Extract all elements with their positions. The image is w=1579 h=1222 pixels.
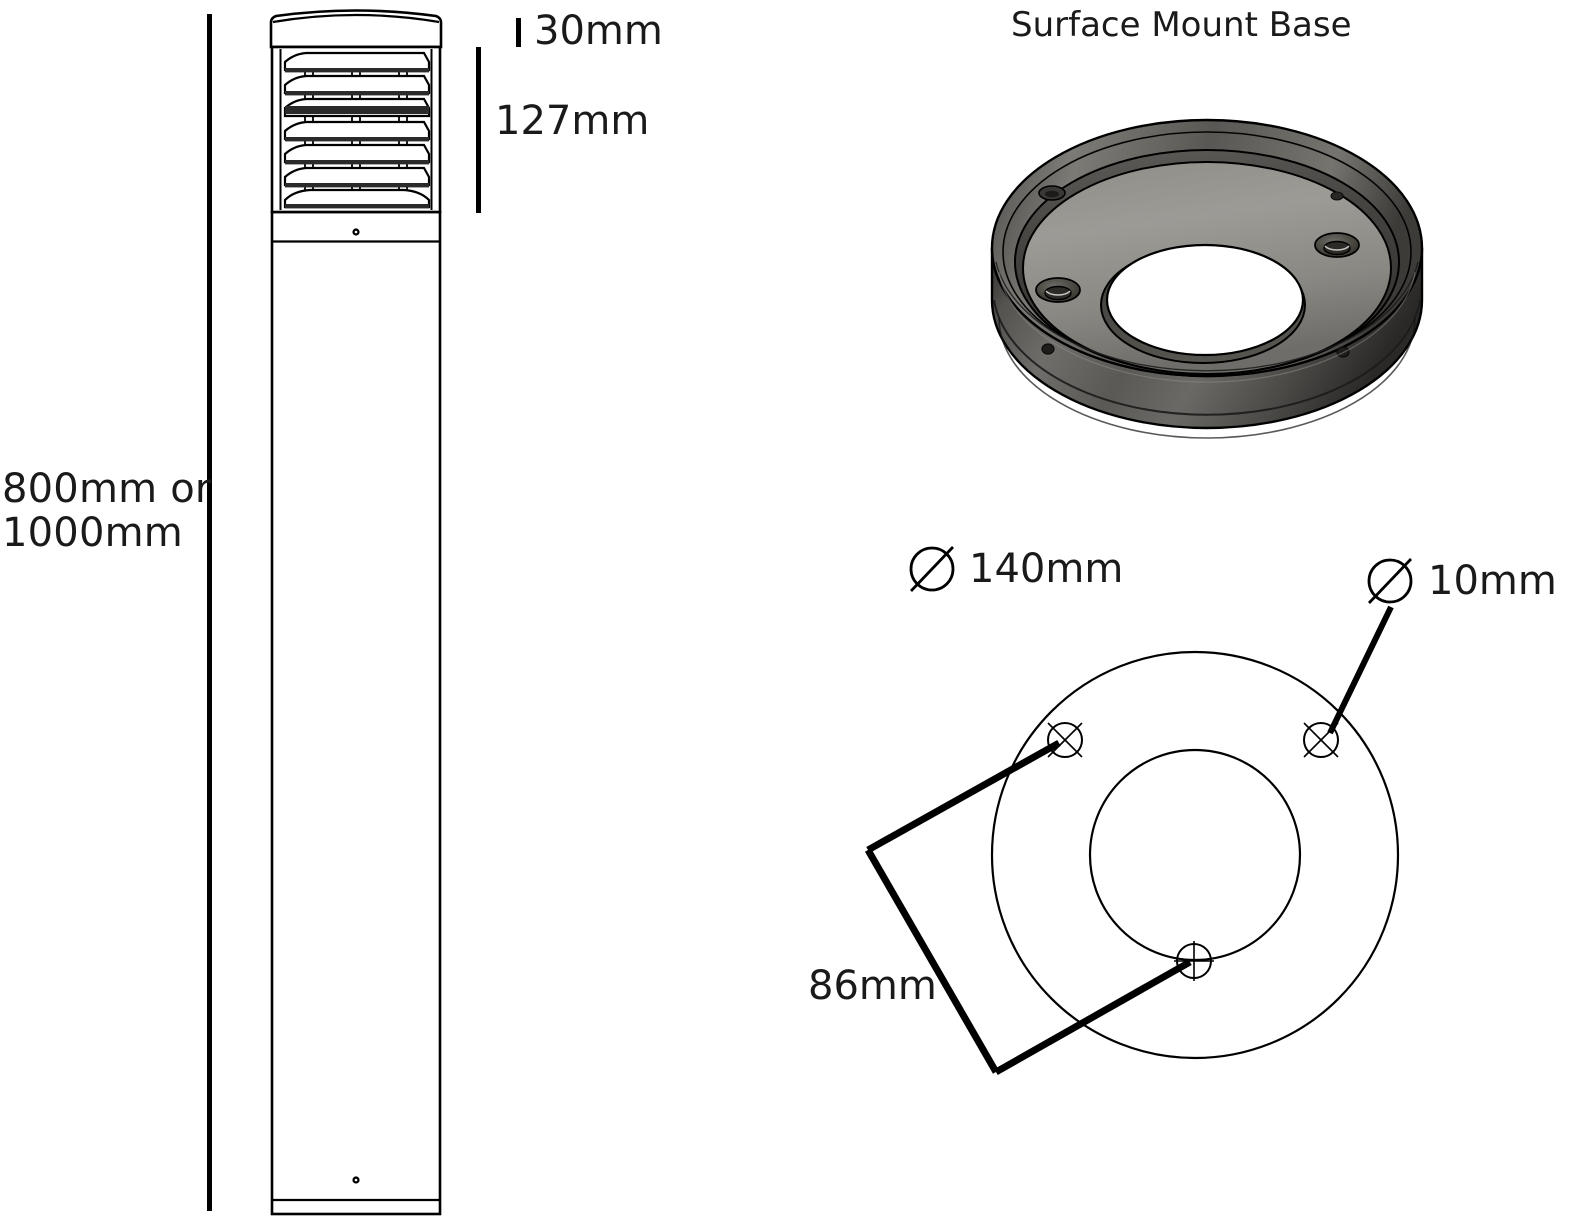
bollard-elevation	[269, 9, 443, 1216]
label-base-hole-diameter: 10mm	[1428, 558, 1557, 604]
label-overall-height-line1: 800mm or	[2, 466, 212, 512]
label-cap-height: 30mm	[534, 8, 663, 54]
diameter-symbol-10	[1367, 558, 1413, 604]
base-side-hole-left	[1041, 343, 1055, 355]
label-overall-height-line2: 1000mm	[2, 510, 183, 556]
surface-mount-base-3d	[990, 118, 1424, 439]
base-side-hole-right	[1336, 346, 1350, 358]
base-fixing-hole-back	[1038, 185, 1066, 201]
surface-mount-base-plan-view	[864, 546, 1413, 1076]
plan-fixing-hole-bottom	[1174, 941, 1214, 981]
bollard-cap	[269, 9, 443, 49]
louver-blades	[283, 51, 431, 209]
base-fixing-hole-right	[1314, 232, 1360, 258]
plan-fixing-hole-upper-left	[1047, 722, 1083, 758]
diameter-symbol-140	[909, 546, 955, 592]
label-base-outer-diameter: 140mm	[969, 546, 1124, 592]
bollard-post-shaft	[270, 210, 442, 1216]
label-base-bolt-circle: 86mm	[808, 963, 937, 1009]
leader-10mm	[1327, 605, 1394, 735]
bollard-louver-section	[270, 45, 442, 214]
base-side-hole-top-right	[1330, 191, 1344, 201]
title-surface-mount-base: Surface Mount Base	[1011, 5, 1352, 45]
base-fixing-hole-left	[1035, 277, 1081, 303]
label-louver-height: 127mm	[495, 98, 650, 144]
leader-86mm	[864, 739, 1192, 1076]
